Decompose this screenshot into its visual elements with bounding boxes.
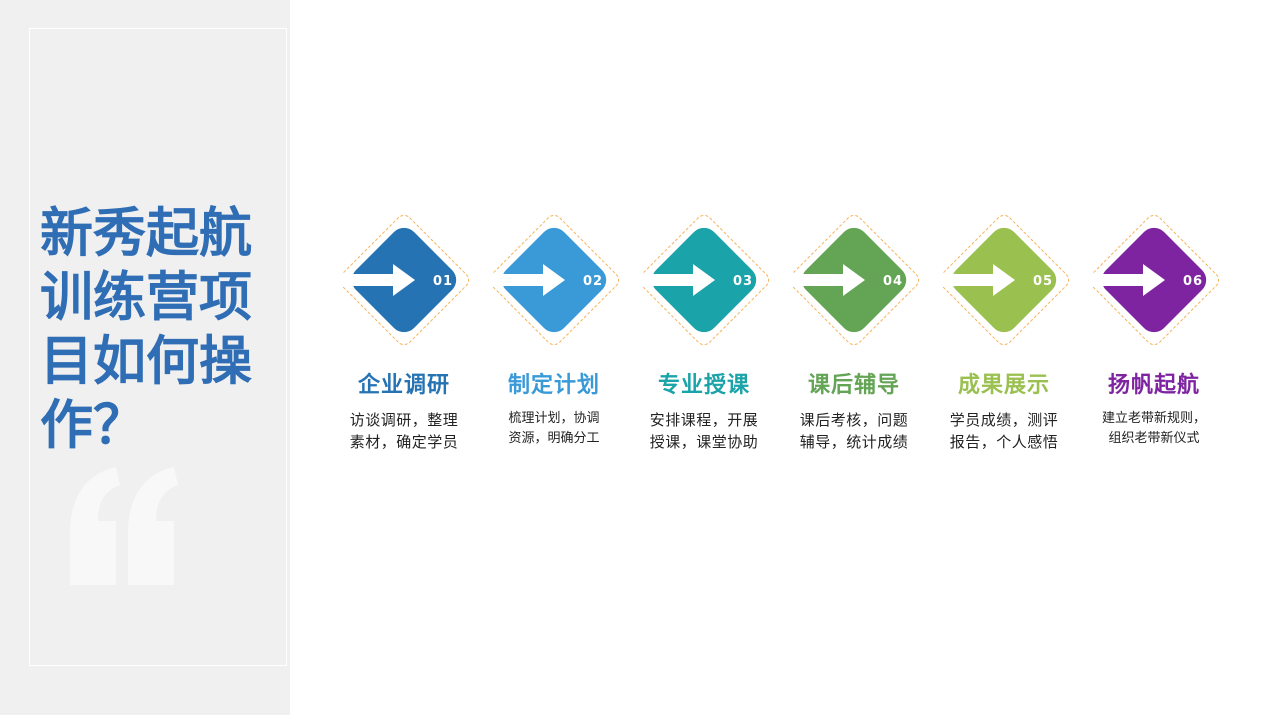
step-card-5: 05 成果展示 学员成绩，测评 报告，个人感悟 bbox=[929, 205, 1079, 465]
step-diamond: 02 bbox=[488, 214, 620, 346]
arrow-right-icon bbox=[1089, 264, 1165, 296]
step-title: 专业授课 bbox=[657, 373, 750, 398]
step-diamond: 05 bbox=[938, 214, 1070, 346]
step-description: 课后考核，问题 辅导，统计成绩 bbox=[779, 409, 929, 453]
arrow-right-icon bbox=[339, 264, 415, 296]
step-title: 制定计划 bbox=[507, 373, 600, 398]
step-card-1: 01 企业调研 访谈调研，整理 素材，确定学员 bbox=[329, 205, 479, 465]
step-number: 06 bbox=[1183, 274, 1203, 289]
left-panel-frame bbox=[29, 28, 287, 666]
step-diamond: 04 bbox=[788, 214, 920, 346]
step-title: 课后辅导 bbox=[807, 373, 900, 398]
step-title: 成果展示 bbox=[957, 373, 1050, 398]
step-card-4: 04 课后辅导 课后考核，问题 辅导，统计成绩 bbox=[779, 205, 929, 465]
step-description-line: 访谈调研，整理 bbox=[349, 411, 459, 429]
step-description: 建立老带新规则， 组织老带新仪式 bbox=[1079, 409, 1229, 449]
step-number: 01 bbox=[433, 274, 453, 289]
step-diamond: 03 bbox=[638, 214, 770, 346]
step-card-2: 02 制定计划 梳理计划，协调 资源，明确分工 bbox=[479, 205, 629, 465]
step-description-line: 报告，个人感悟 bbox=[949, 433, 1059, 451]
step-title: 企业调研 bbox=[357, 373, 450, 398]
dashed-outline bbox=[1088, 214, 1220, 346]
step-description-line: 组织老带新仪式 bbox=[1108, 431, 1200, 446]
step-number: 04 bbox=[883, 274, 903, 289]
arrow-right-icon bbox=[489, 264, 565, 296]
step-description: 学员成绩，测评 报告，个人感悟 bbox=[929, 409, 1079, 453]
step-number: 02 bbox=[583, 274, 603, 289]
step-title: 扬帆起航 bbox=[1107, 373, 1200, 398]
step-diamond: 01 bbox=[338, 214, 470, 346]
arrow-right-icon bbox=[639, 264, 715, 296]
page-title: 新秀起航训练营项目如何操作？ bbox=[40, 203, 252, 456]
dashed-outline bbox=[938, 214, 1070, 346]
step-description-line: 梳理计划，协调 bbox=[508, 411, 600, 426]
step-diamond: 06 bbox=[1088, 214, 1220, 346]
dashed-outline bbox=[338, 214, 470, 346]
step-description-line: 建立老带新规则， bbox=[1101, 411, 1206, 426]
quote-mark-icon bbox=[70, 467, 178, 585]
left-panel: 新秀起航训练营项目如何操作？ bbox=[0, 0, 290, 715]
step-number: 03 bbox=[733, 274, 753, 289]
step-description-line: 课后考核，问题 bbox=[799, 411, 909, 429]
step-description-line: 辅导，统计成绩 bbox=[799, 433, 909, 451]
step-description-line: 学员成绩，测评 bbox=[949, 411, 1059, 429]
arrow-right-icon bbox=[939, 264, 1015, 296]
step-description-line: 安排课程，开展 bbox=[649, 411, 759, 429]
step-description-line: 资源，明确分工 bbox=[508, 431, 600, 446]
step-number: 05 bbox=[1033, 274, 1053, 289]
step-description: 梳理计划，协调 资源，明确分工 bbox=[479, 409, 629, 449]
step-card-3: 03 专业授课 安排课程，开展 授课，课堂协助 bbox=[629, 205, 779, 465]
step-description: 访谈调研，整理 素材，确定学员 bbox=[329, 409, 479, 453]
arrow-right-icon bbox=[789, 264, 865, 296]
step-description: 安排课程，开展 授课，课堂协助 bbox=[629, 409, 779, 453]
step-description-line: 授课，课堂协助 bbox=[649, 433, 759, 451]
step-card-6: 06 扬帆起航 建立老带新规则， 组织老带新仪式 bbox=[1079, 205, 1229, 465]
step-description-line: 素材，确定学员 bbox=[349, 433, 459, 451]
